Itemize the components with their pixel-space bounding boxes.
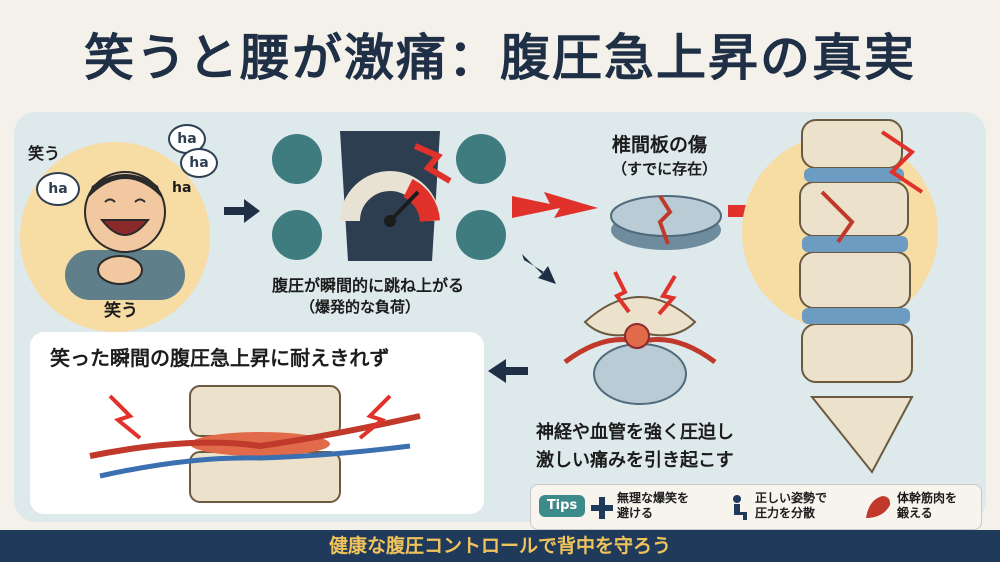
ha-bubble: ha: [36, 172, 80, 206]
arrow-right-icon: [224, 199, 260, 223]
ha-text: ha: [172, 180, 192, 196]
laugh-bottom-label: 笑う: [104, 301, 138, 321]
tip-3: 体幹筋肉を鍛える: [897, 491, 958, 520]
tip-1: 無理な爆笑を避ける: [617, 491, 690, 520]
tip-2: 正しい姿勢で圧力を分散: [755, 491, 828, 520]
pressure-line2: （爆発的な負荷）: [300, 298, 421, 316]
page-title: 笑うと腰が激痛：腹圧急上昇の真実: [84, 29, 916, 87]
person-pushing-icon: [456, 134, 506, 184]
sitting-person-icon: [733, 495, 747, 520]
damaged-disc-icon: [610, 194, 722, 250]
disc-line1: 椎間板の傷: [612, 134, 708, 156]
person-lifting-icon: [272, 210, 322, 260]
tips-badge: Tips: [539, 495, 585, 517]
arrow-down-right-icon: [522, 254, 556, 284]
nerve-line1: 神経や血管を強く圧迫し: [536, 422, 734, 443]
muscle-icon: [866, 496, 891, 518]
disc-line2: （すでに存在）: [612, 160, 718, 178]
person-coughing-icon: [272, 134, 322, 184]
lightning-arrow-icon: [512, 192, 598, 218]
ha-bubble: ha: [180, 148, 218, 178]
spine-illustration: [742, 119, 938, 474]
laugh-top-label: 笑う: [28, 144, 61, 163]
laughing-man-icon: [65, 171, 185, 300]
pressure-line1: 腹圧が瞬間的に跳ね上がる: [272, 276, 465, 295]
plus-icon: [591, 497, 613, 519]
callout-box: 笑った瞬間の腹圧急上昇に耐えきれず: [30, 332, 484, 514]
compressed-nerve-illustration: [89, 385, 421, 503]
ha-bubble: ha: [168, 124, 206, 154]
nerve-compression-icon: [563, 271, 717, 405]
arrow-left-icon: [488, 359, 528, 383]
nerve-line2: 激しい痛みを引き起こす: [536, 450, 734, 471]
person-bending-icon: [456, 210, 506, 260]
tips-box: Tips 無理な爆笑を避ける 正しい姿勢で圧力を分散 体幹筋肉を鍛える: [530, 484, 982, 530]
pressure-gauge-icon: [340, 131, 452, 261]
footer-banner: 健康な腹圧コントロールで背中を守ろう: [0, 530, 1000, 562]
callout-title: 笑った瞬間の腹圧急上昇に耐えきれず: [50, 346, 390, 370]
